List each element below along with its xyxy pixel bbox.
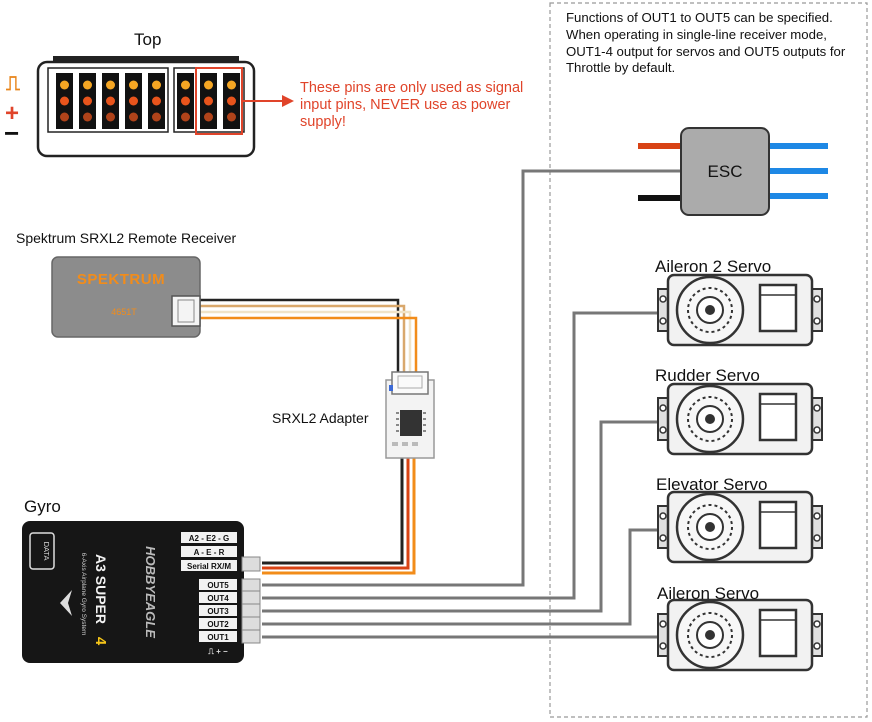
gyro-pin-legend: ⎍ + − xyxy=(207,647,228,656)
gyro-data-port: DATA xyxy=(42,542,51,561)
elevator-servo-body xyxy=(656,490,824,564)
aileron-2-servo-label: Aileron 2 Servo xyxy=(655,257,772,276)
header-plus-symbol: + xyxy=(5,100,19,127)
gyro-port-label: OUT4 xyxy=(207,594,229,603)
gyro-product: A3 SUPER xyxy=(93,554,109,624)
output-functions-note: Functions of OUT1 to OUT5 can be specifi… xyxy=(566,10,846,76)
srxl2-adapter-board xyxy=(385,371,435,459)
gyro-port-label: Serial RX/M xyxy=(187,562,231,571)
gyro-product-num: 4 xyxy=(92,637,109,646)
rudder-servo-label: Rudder Servo xyxy=(655,366,760,385)
aileron-servo-body xyxy=(656,598,824,672)
serial-cable xyxy=(262,458,416,575)
header-signal-symbol: ⎍ xyxy=(6,73,20,95)
gyro-label: Gyro xyxy=(24,497,61,516)
output-panel-border xyxy=(549,2,868,718)
gyro-unit xyxy=(22,521,261,663)
esc-label: ESC xyxy=(708,162,743,181)
gyro-subtitle: 6-Axis Airplane Gyro System xyxy=(80,553,87,636)
pin-header-title: Top xyxy=(134,30,162,49)
gyro-port-label: OUT3 xyxy=(207,607,229,616)
elevator-servo-label: Elevator Servo xyxy=(656,475,768,494)
aileron-2-servo-body xyxy=(656,273,824,347)
gyro-port-label: A - E - R xyxy=(194,548,225,557)
output-wires xyxy=(262,169,682,639)
esc-module xyxy=(638,127,828,216)
pin-warning-text: These pins are only used as signal input… xyxy=(300,80,524,130)
gyro-port-label: A2 - E2 - G xyxy=(189,534,229,543)
receiver-brand: SPEKTRUM xyxy=(77,271,165,288)
rudder-servo-body xyxy=(656,382,824,456)
pin-header xyxy=(36,56,294,158)
adapter-label: SRXL2 Adapter xyxy=(272,410,369,426)
spektrum-receiver xyxy=(51,256,201,338)
header-minus-symbol: − xyxy=(4,118,19,148)
gyro-port-label: OUT2 xyxy=(207,620,229,629)
gyro-port-label: OUT5 xyxy=(207,581,229,590)
gyro-port-label: OUT1 xyxy=(207,633,229,642)
receiver-model: 4651T xyxy=(111,307,137,317)
gyro-brand: HOBBYEAGLE xyxy=(143,546,158,638)
aileron-servo-label: Aileron Servo xyxy=(657,584,760,603)
receiver-cable xyxy=(200,298,418,382)
receiver-label: Spektrum SRXL2 Remote Receiver xyxy=(16,230,237,246)
